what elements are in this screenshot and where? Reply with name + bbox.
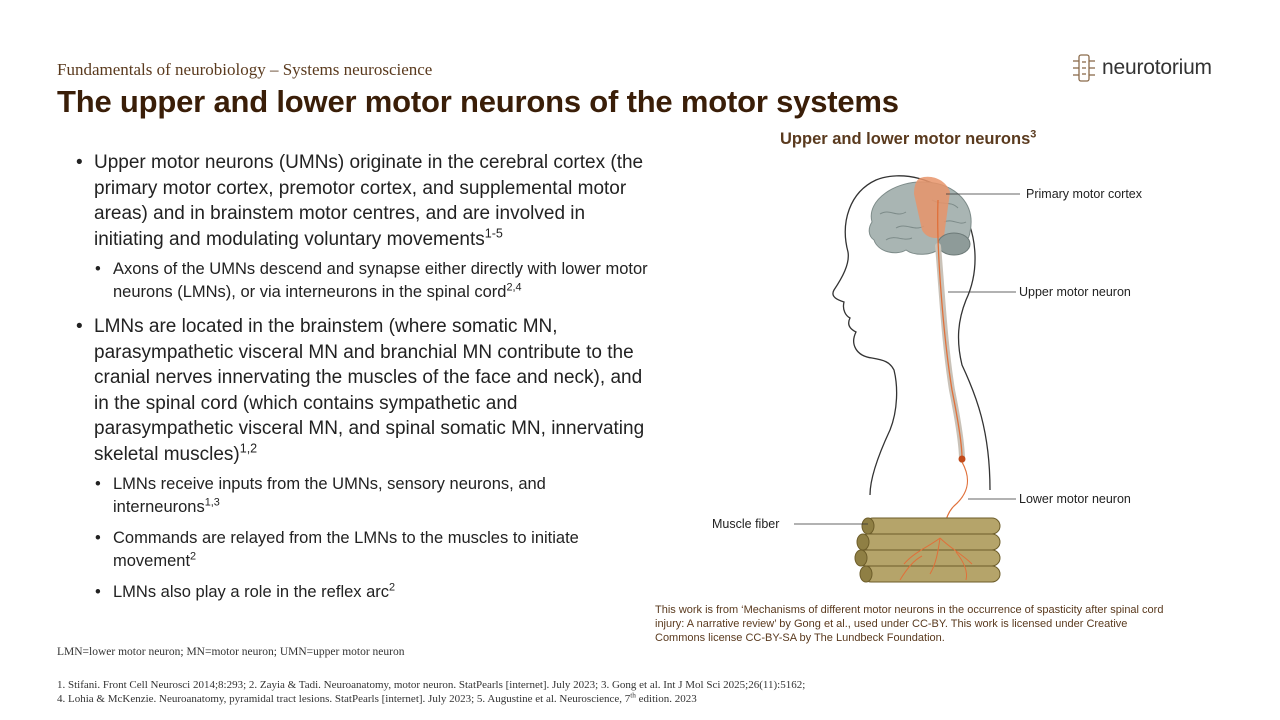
label-upper-motor-neuron: Upper motor neuron [1019, 285, 1131, 299]
bullet-umn: Upper motor neurons (UMNs) originate in … [76, 150, 656, 252]
label-muscle-fiber: Muscle fiber [712, 517, 780, 531]
subbullet-umn-axons: Axons of the UMNs descend and synapse ei… [95, 258, 656, 304]
label-lower-motor-neuron: Lower motor neuron [1019, 492, 1131, 506]
subbullet-lmn-inputs-text: LMNs receive inputs from the UMNs, senso… [113, 475, 546, 516]
references: 1. Stifani. Front Cell Neurosci 2014;8:2… [57, 678, 805, 706]
subbullet-umn-axons-text: Axons of the UMNs descend and synapse ei… [113, 260, 648, 301]
bullet-umn-ref: 1-5 [484, 226, 503, 241]
neurotorium-logo[interactable]: neurotorium [1070, 53, 1212, 83]
figure-title-ref: 3 [1030, 128, 1037, 141]
references-line-2: 4. Lohia & McKenzie. Neuroanatomy, pyram… [57, 692, 805, 706]
subbullet-lmn-commands: Commands are relayed from the LMNs to th… [95, 527, 583, 573]
cerebellum [937, 232, 971, 256]
upper-motor-neuron-axon [937, 199, 963, 459]
subbullet-lmn-reflex-ref: 2 [389, 581, 396, 594]
motor-endplate-branches [899, 537, 973, 581]
brain [868, 176, 972, 256]
subbullet-lmn-reflex: LMNs also play a role in the reflex arc2 [95, 581, 656, 604]
section-kicker: Fundamentals of neurobiology – Systems n… [57, 60, 433, 79]
bullet-lmn-ref: 1,2 [239, 441, 258, 456]
references-line-2-a: 4. Lohia & McKenzie. Neuroanatomy, pyram… [57, 693, 631, 705]
subbullet-umn-axons-ref: 2,4 [506, 281, 522, 294]
references-edition-sup: th [630, 691, 636, 700]
bullet-lmn: LMNs are located in the brainstem (where… [76, 314, 656, 467]
lmn-cell-body [958, 455, 966, 463]
subbullet-lmn-commands-ref: 2 [190, 550, 197, 563]
figure-title-text: Upper and lower motor neurons [780, 130, 1031, 148]
bullet-list: Upper motor neurons (UMNs) originate in … [76, 150, 656, 612]
neuron-logo-icon [1073, 54, 1095, 82]
figure-title: Upper and lower motor neurons3 [780, 128, 1037, 149]
primary-motor-cortex-region [914, 176, 950, 238]
back-silhouette [957, 203, 991, 491]
references-line-2-b: edition. 2023 [635, 693, 697, 705]
motor-neuron-illustration [794, 175, 1020, 583]
abbreviations: LMN=lower motor neuron; MN=motor neuron;… [57, 646, 405, 658]
subbullet-lmn-inputs-ref: 1,3 [204, 496, 220, 509]
subbullet-lmn-inputs: LMNs receive inputs from the UMNs, senso… [95, 473, 583, 519]
figure-credit: This work is from ‘Mechanisms of differe… [655, 604, 1164, 644]
label-primary-motor-cortex: Primary motor cortex [1026, 187, 1142, 201]
references-line-1: 1. Stifani. Front Cell Neurosci 2014;8:2… [57, 679, 806, 691]
bullet-lmn-text: LMNs are located in the brainstem (where… [94, 316, 645, 465]
subbullet-lmn-commands-text: Commands are relayed from the LMNs to th… [113, 529, 579, 570]
body-silhouette [832, 175, 959, 496]
bullet-umn-text: Upper motor neurons (UMNs) originate in … [94, 152, 644, 250]
muscle-bundle [854, 517, 1001, 583]
subbullet-lmn-reflex-text: LMNs also play a role in the reflex arc [113, 583, 390, 601]
logo-text: neurotorium [1102, 56, 1212, 79]
page-title: The upper and lower motor neurons of the… [57, 84, 899, 119]
